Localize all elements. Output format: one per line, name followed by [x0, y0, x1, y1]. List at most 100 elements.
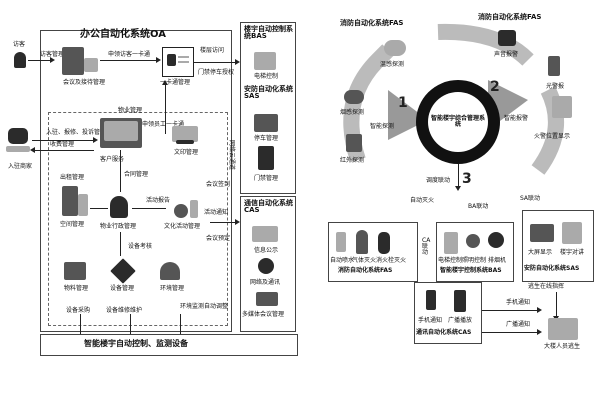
- smoke-detector-icon: [344, 90, 364, 104]
- elevator-ctl-icon: [444, 232, 458, 254]
- mobile-phone-icon: [426, 290, 436, 310]
- smart-detect-label: 智能探测: [370, 123, 395, 130]
- apply-staff-card-label: 申领员工一卡通: [142, 121, 185, 128]
- charge-arrow: [32, 150, 94, 151]
- staff-card-arrowhead: [162, 80, 168, 85]
- gas-cylinder-icon: [356, 230, 368, 254]
- one-card-mgmt-label: 一卡通管理: [160, 79, 191, 86]
- step-2-number: 2: [490, 79, 500, 95]
- multimedia-meeting-label: 多媒体会议管理: [242, 311, 285, 318]
- floor-intercom-label: 楼宇对讲: [560, 249, 585, 256]
- device-mgmt-label: 设备管理: [110, 285, 135, 292]
- visitor-mgmt-label: 访客管理: [40, 51, 65, 58]
- light-ctl-icon: [466, 234, 480, 248]
- building-icon-2: [78, 194, 88, 216]
- exhaust-fan-icon: [488, 232, 504, 248]
- phone-notice-arrow: [482, 310, 538, 311]
- step-1-number: 1: [398, 95, 408, 111]
- exhaust-fan-label: 排烟机: [488, 257, 507, 264]
- network-comm-label: 网络及通讯: [250, 279, 281, 286]
- smoke-detect-label: 烟感探测: [340, 109, 365, 116]
- reception-terminal-icon: [62, 47, 84, 75]
- ir-detector-icon: [346, 134, 362, 152]
- apply-card-arrowhead-1: [156, 57, 161, 63]
- activity-report-label: 活动报告: [146, 197, 171, 204]
- parking-label: 停车管理: [254, 135, 279, 142]
- equip-assess-label: 设备考核: [128, 243, 153, 250]
- fire-display-icon: [552, 96, 572, 118]
- elevator-ctl-label: 电梯控制: [438, 257, 463, 264]
- charge-arrowhead: [30, 147, 35, 153]
- activity-arrow: [132, 208, 166, 209]
- big-screen-icon: [530, 224, 554, 242]
- broadcast-notice-label: 广播通知: [506, 321, 531, 328]
- access-arrow: [194, 62, 236, 63]
- resident-arrowhead: [93, 137, 98, 143]
- phone-notify-label: 手机通知: [418, 317, 443, 324]
- temp-detector-icon: [384, 40, 406, 56]
- fire-extinguisher-icon: [378, 232, 390, 254]
- broadcast-notice-arrowhead: [537, 329, 542, 335]
- light-alarm-icon: [548, 56, 560, 76]
- id-card-lines: [178, 56, 189, 58]
- id-card-lines-2: [178, 61, 189, 63]
- center-label: 智能楼宇综合管理系统: [430, 115, 485, 128]
- fire-display-label: 火警位置显示: [534, 133, 571, 140]
- info-display-label: 信息公示: [254, 247, 279, 254]
- meeting-reception-label: 会议及接待管理: [63, 79, 106, 86]
- sas-bottom-title: 安防自动化系统SAS: [524, 265, 580, 272]
- resident-arrow: [32, 140, 94, 141]
- admin-mgmt-label: 物业行政管理: [100, 223, 137, 230]
- smart-alarm-label: 智能报警: [504, 115, 529, 122]
- elevator-icon: [254, 52, 276, 70]
- bottom-bar-label: 智能楼宇自动控制、监测设备: [84, 339, 188, 348]
- door-parking-auth-label: 门禁停车授权: [198, 69, 235, 76]
- building-icon: [62, 186, 78, 216]
- light-ctl-label: 照明控制: [462, 257, 487, 264]
- info-display-icon: [252, 226, 278, 242]
- oa-title: 办公自动化系统OA: [80, 29, 166, 40]
- event-notice-arrowhead: [235, 219, 240, 225]
- phone-notice-label: 手机通知: [506, 299, 531, 306]
- meeting-booking-label: 会议预定: [206, 235, 231, 242]
- env-plant-icon: [160, 262, 180, 280]
- parking-icon: [254, 114, 278, 132]
- right-curve-arrow: [531, 86, 564, 175]
- equip-procure-label: 设备采购: [66, 307, 91, 314]
- foam-fire-label: 消火栓灭火: [376, 257, 407, 264]
- culture-ball-icon: [174, 204, 188, 218]
- cas-bottom-box: [414, 282, 482, 344]
- bas-bottom-title: 智能楼宇控制系统BAS: [440, 267, 502, 274]
- meeting-signin-label: 会议签到: [206, 181, 231, 188]
- env-monitor-label: 环境监测自动调整: [180, 303, 229, 310]
- staff-card-arrow: [165, 84, 166, 134]
- sas-title: 安防自动化系统SAS: [244, 85, 293, 100]
- gas-fire-label: 气体灭火: [352, 257, 377, 264]
- property-mgmt-label: 物业管理: [118, 107, 143, 114]
- culture-racket-icon: [190, 200, 198, 218]
- auto-fire-label: 自动灭火: [410, 197, 435, 204]
- equip-maintain-label: 设备维修维护: [106, 307, 143, 314]
- visitor-label: 访客: [13, 41, 26, 48]
- fas-title-right: 消防自动化系统FAS: [478, 13, 542, 21]
- property-screen-icon: [104, 121, 138, 141]
- cas-bottom-title: 通讯自动化系统CAS: [416, 329, 472, 336]
- broadcast-notice-arrow: [482, 332, 538, 333]
- move-in-label: 入驻、报修、投诉管理: [46, 129, 107, 136]
- visitor-arrowhead: [50, 57, 55, 63]
- resident-people-icon: [8, 128, 28, 144]
- admin-person-icon: [110, 196, 128, 218]
- escape-guide-label: 逃生在线指挥: [528, 283, 565, 290]
- move-out-mgmt-label: 出租管理: [60, 174, 85, 181]
- env-mgmt-label: 环境管理: [160, 285, 185, 292]
- apply-card-arrow-1: [100, 60, 157, 61]
- building-access-label: 楼层访问: [200, 47, 225, 54]
- space-mgmt-label: 空间管理: [60, 221, 85, 228]
- event-notice-arrow: [210, 222, 236, 223]
- space-admin-arrow: [90, 208, 108, 209]
- bas-title: 楼宇自动控制系统BAS: [244, 25, 293, 40]
- contract-mgmt-label: 合同管理: [124, 171, 149, 178]
- light-alarm-label: 光警报: [546, 83, 565, 90]
- escape-arrow: [556, 292, 557, 318]
- cas-title: 通信自动化系统CAS: [244, 199, 293, 214]
